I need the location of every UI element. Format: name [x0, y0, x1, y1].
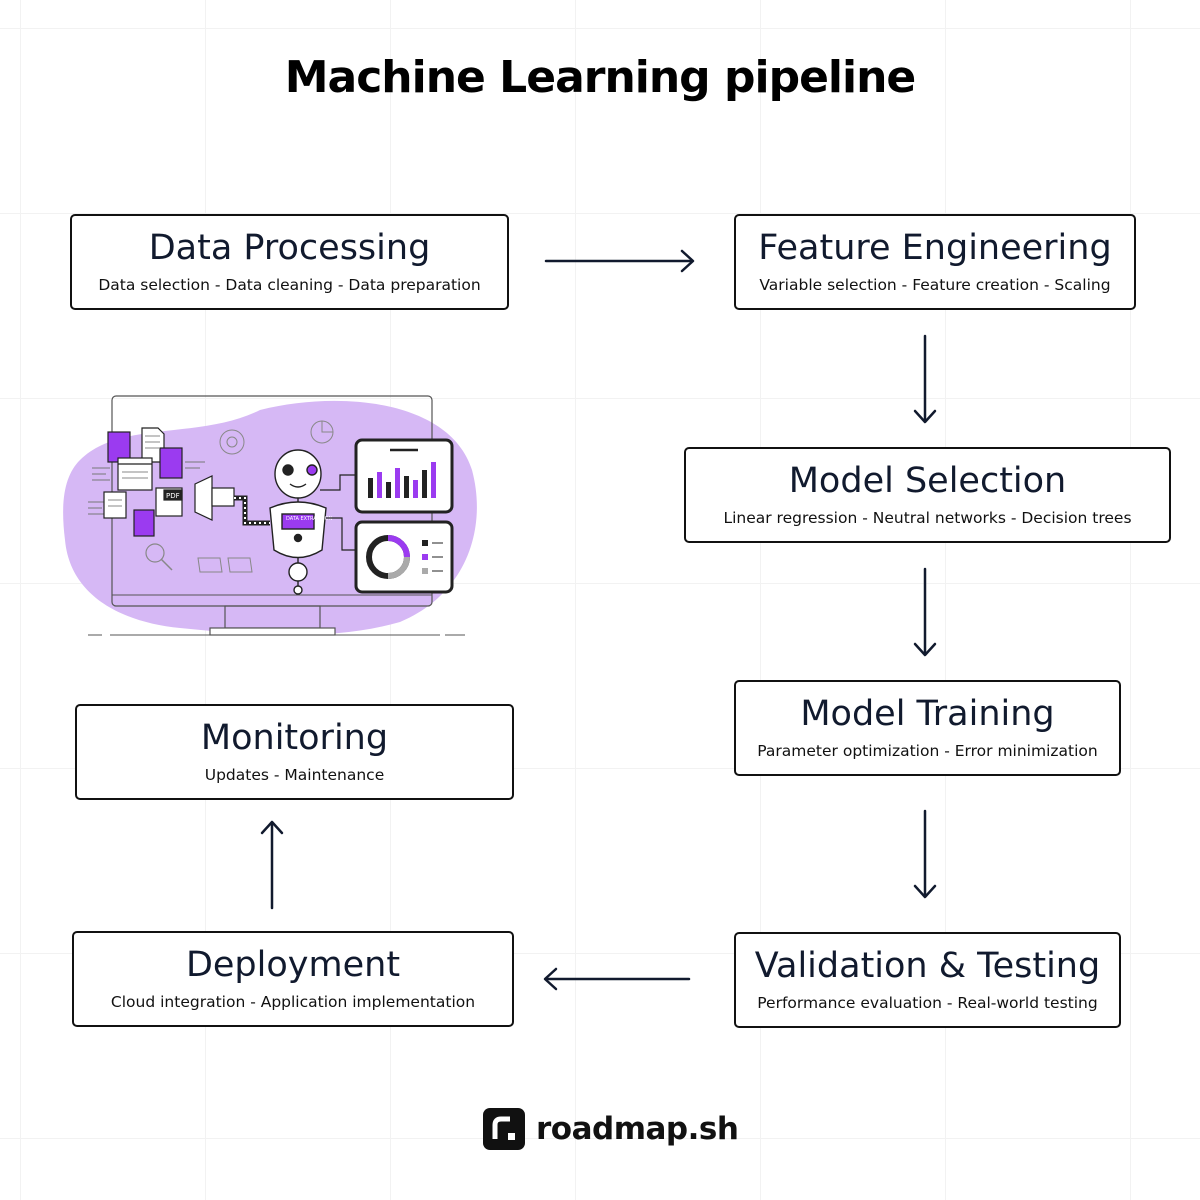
- arrow-down-icon: [913, 334, 937, 424]
- step-subtitle: Parameter optimization - Error minimizat…: [757, 742, 1098, 760]
- step-subtitle: Variable selection - Feature creation - …: [759, 276, 1111, 294]
- arrow-right-icon: [544, 249, 695, 273]
- arrow-down-icon: [913, 809, 937, 899]
- donut-chart-icon: [366, 535, 443, 579]
- step-subtitle: Data selection - Data cleaning - Data pr…: [98, 276, 481, 294]
- arrow-down-icon: [913, 567, 937, 657]
- step-title: Model Training: [800, 694, 1055, 734]
- step-title: Monitoring: [200, 718, 389, 758]
- step-title: Validation & Testing: [754, 946, 1101, 986]
- step-title: Model Selection: [788, 461, 1067, 501]
- step-subtitle: Updates - Maintenance: [204, 766, 385, 784]
- arrow-left-icon: [543, 967, 691, 991]
- step-feature-engineering: Feature Engineering Variable selection -…: [734, 214, 1136, 310]
- step-title: Feature Engineering: [758, 228, 1112, 268]
- step-subtitle: Cloud integration - Application implemen…: [110, 993, 476, 1011]
- step-model-selection: Model Selection Linear regression - Neut…: [684, 447, 1171, 543]
- step-monitoring: Monitoring Updates - Maintenance: [75, 704, 514, 800]
- pdf-tag: PDF: [166, 492, 180, 500]
- step-subtitle: Performance evaluation - Real-world test…: [757, 994, 1098, 1012]
- page-title: Machine Learning pipeline: [284, 52, 917, 103]
- arrow-up-icon: [260, 820, 284, 910]
- step-title: Data Processing: [148, 228, 431, 268]
- brand-name: roadmap.sh: [536, 1111, 739, 1147]
- step-subtitle: Linear regression - Neutral networks - D…: [723, 509, 1132, 527]
- robot-badge: DATA EXTRACTION: [286, 516, 333, 522]
- bar-chart-icon: [368, 462, 436, 498]
- step-deployment: Deployment Cloud integration - Applicati…: [72, 931, 514, 1027]
- step-validation-testing: Validation & Testing Performance evaluat…: [734, 932, 1121, 1028]
- brand-footer: roadmap.sh: [483, 1108, 739, 1150]
- step-title: Deployment: [185, 945, 401, 985]
- step-model-training: Model Training Parameter optimization - …: [734, 680, 1121, 776]
- roadmap-logo-icon: [483, 1108, 525, 1150]
- step-data-processing: Data Processing Data selection - Data cl…: [70, 214, 509, 310]
- ml-robot-illustration: PDF DATA EXTRACTION: [63, 395, 477, 636]
